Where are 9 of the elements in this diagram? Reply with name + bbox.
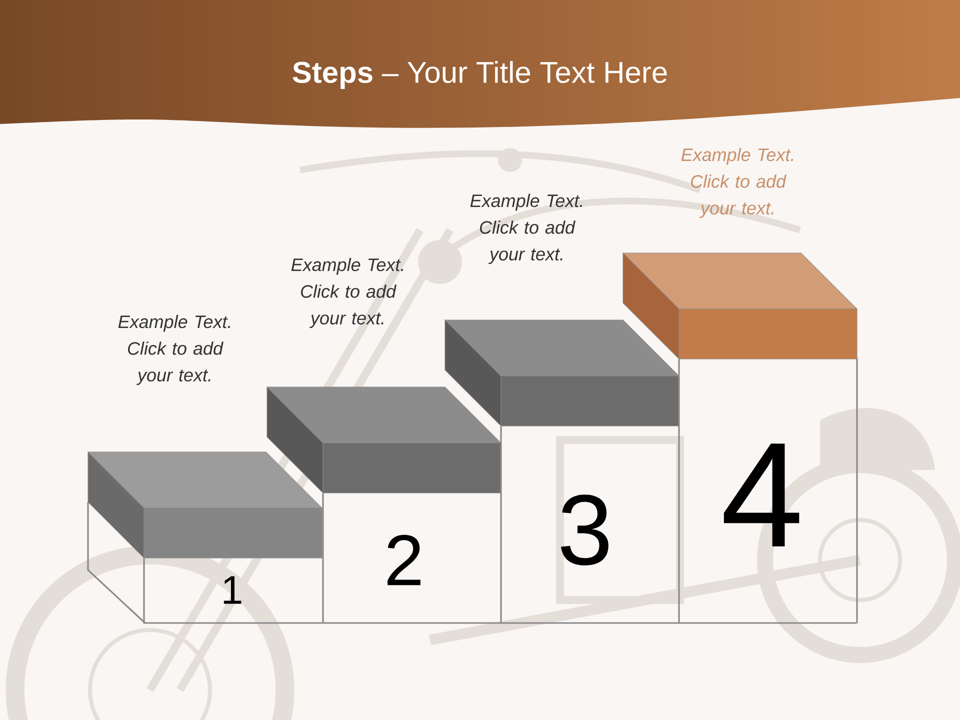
title: Steps – Your Title Text Here xyxy=(292,61,667,89)
node-label: 1 xyxy=(224,576,242,604)
caption-text: Example Text. Click to add your text. xyxy=(470,194,582,264)
caption-text: Example Text. Click to add your text. xyxy=(291,258,403,328)
caption-text: Example Text. Click to add your text. xyxy=(118,314,230,386)
node-label: 4 xyxy=(724,444,800,546)
node-label: 3 xyxy=(561,494,608,566)
caption-text: Example Text. Click to add your text. xyxy=(681,148,793,218)
node-label: 2 xyxy=(388,534,420,586)
